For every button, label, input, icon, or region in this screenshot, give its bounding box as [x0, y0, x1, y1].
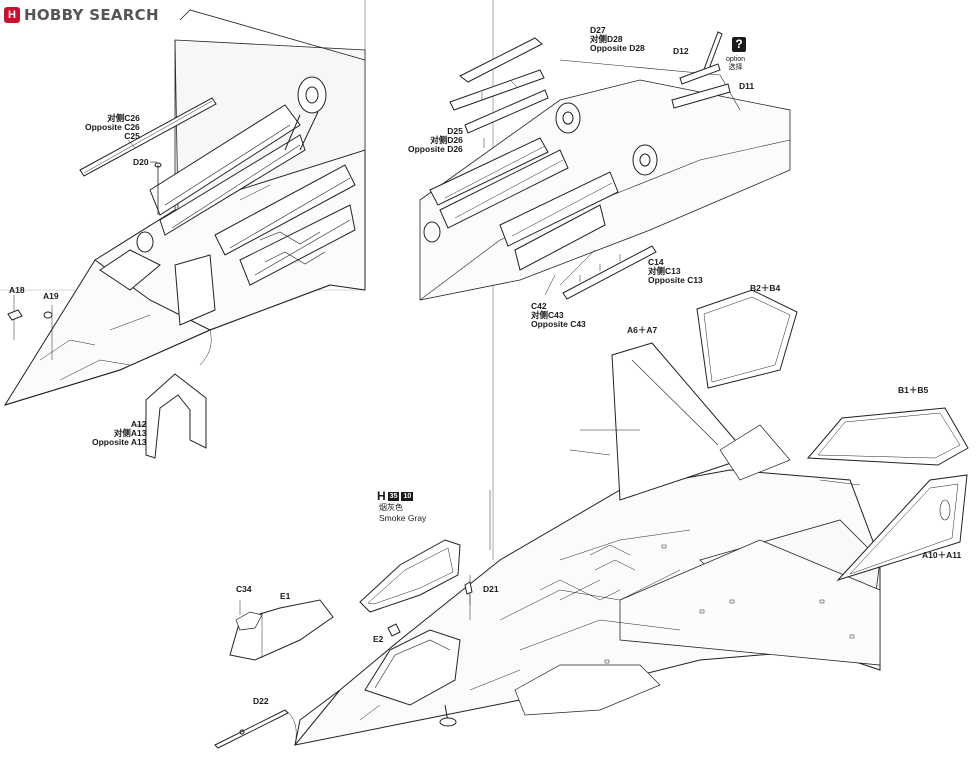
label-c14-code: C14 — [648, 257, 664, 267]
label-d21: D21 — [483, 584, 499, 594]
part-e2 — [387, 623, 401, 637]
weapons-bay-right — [419, 31, 791, 301]
part-e1-c34 — [229, 599, 334, 661]
label-option: option 选择 — [726, 56, 745, 72]
label-a10-a11: A10＋A11 — [922, 550, 962, 560]
label-a6-a7: A6＋A7 — [627, 325, 658, 335]
label-c26-cn: 对侧C26 — [107, 113, 140, 123]
main-airframe — [293, 342, 881, 746]
part-d21 — [464, 581, 473, 605]
label-d22: D22 — [253, 696, 269, 706]
part-b2-b4 — [696, 289, 798, 389]
part-b1-b5 — [806, 407, 969, 466]
label-d26-cn: 对侧D26 — [430, 135, 463, 145]
label-d26-en: Opposite D26 — [408, 144, 463, 154]
label-d28-cn: 对侧D28 — [590, 34, 623, 44]
label-a12-code: A12 — [130, 419, 147, 429]
label-smoke-gray: 烟灰色 Smoke Gray — [379, 503, 426, 523]
label-d27: D27 对侧D28 Opposite D28 — [590, 26, 645, 53]
label-c42-code: C42 — [531, 301, 547, 311]
label-e1: E1 — [280, 591, 291, 601]
brand-name: HOBBY SEARCH — [24, 6, 159, 24]
label-a13-en: Opposite A13 — [92, 437, 147, 447]
label-d20: D20 — [133, 157, 149, 167]
label-b2-b4: B2＋B4 — [750, 283, 781, 293]
label-d12: D12 — [673, 46, 689, 56]
label-d27-code: D27 — [590, 25, 606, 35]
paint-code-letter: H — [377, 489, 386, 503]
label-smoke-cn: 烟灰色 — [379, 503, 403, 512]
part-a12 — [135, 373, 207, 459]
forward-fuselage-left — [3, 9, 366, 406]
label-a12: A12 对侧A13 Opposite A13 — [92, 420, 146, 447]
help-icon: ? — [732, 37, 746, 52]
label-option-cn: 选择 — [728, 64, 743, 71]
paint-code-h: H 35 10 — [377, 489, 414, 503]
label-c43-en: Opposite C43 — [531, 319, 586, 329]
label-d28-en: Opposite D28 — [590, 43, 645, 53]
brand-mark-icon: H — [4, 7, 20, 23]
label-a13-cn: 对侧A13 — [113, 428, 147, 438]
label-c34: C34 — [236, 584, 252, 594]
label-e2: E2 — [373, 634, 384, 644]
brand-logo: H HOBBY SEARCH — [4, 5, 159, 25]
label-c42: C42 对侧C43 Opposite C43 — [531, 302, 586, 329]
label-c43-cn: 对侧C43 — [531, 310, 564, 320]
label-c26-en: Opposite C26 — [85, 122, 140, 132]
label-c13-cn: 对侧C13 — [648, 266, 681, 276]
paint-code-box-2: 10 — [401, 491, 414, 501]
part-canopy — [359, 539, 461, 613]
label-b1-b5: B1＋B5 — [898, 385, 929, 395]
label-option-en: option — [726, 56, 746, 63]
label-c14: C14 对侧C13 Opposite C13 — [648, 258, 703, 285]
label-c25: C25 — [124, 131, 140, 141]
label-smoke-en: Smoke Gray — [379, 513, 427, 523]
label-a18: A18 — [9, 285, 25, 295]
label-c26: 对侧C26 Opposite C26 C25 — [85, 114, 140, 141]
label-a19: A19 — [43, 291, 59, 301]
label-d11: D11 — [739, 81, 755, 91]
label-d25: D25 对侧D26 Opposite D26 — [408, 127, 463, 154]
part-a10-a11 — [836, 474, 968, 582]
label-d25-code: D25 — [447, 126, 463, 136]
paint-code-box-1: 35 — [387, 491, 400, 501]
part-d22 — [214, 709, 297, 749]
label-c13-en: Opposite C13 — [648, 275, 703, 285]
